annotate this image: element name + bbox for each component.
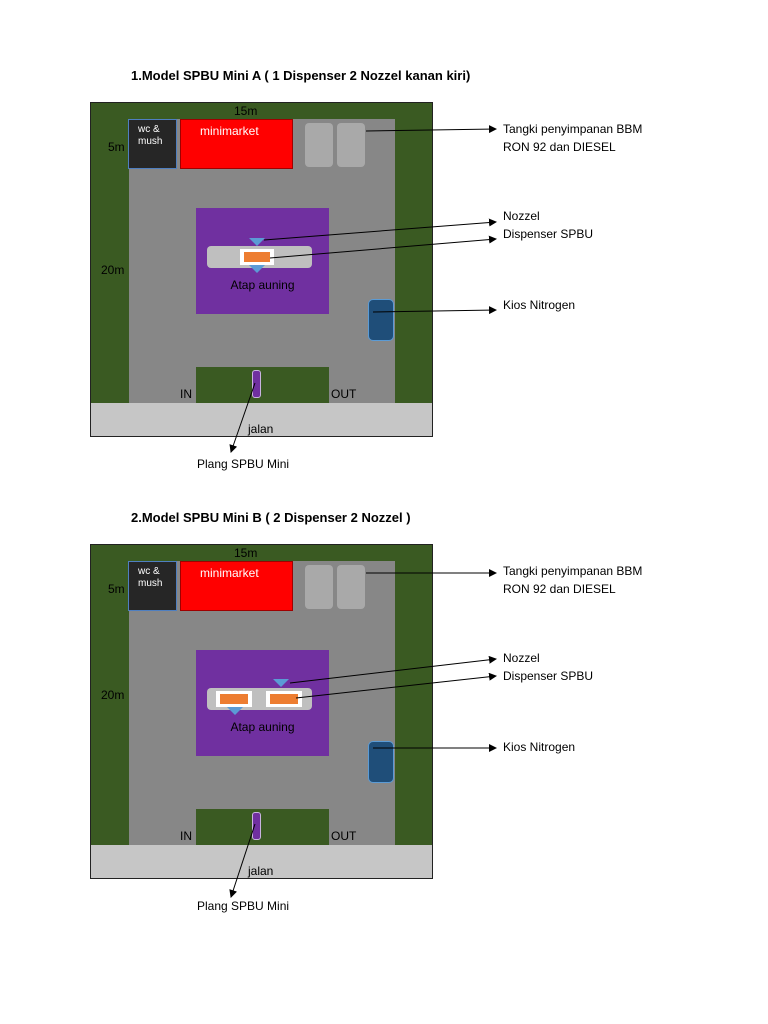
model-b-site-plan: wc & mush minimarket Atap auning 15m 5m …: [90, 544, 433, 879]
dimension-width: 15m: [234, 104, 258, 118]
sign-arrow: [229, 382, 256, 453]
minimarket-building: minimarket: [180, 119, 293, 169]
dispenser-2-body: [270, 694, 298, 704]
dimension-depth: 20m: [101, 263, 125, 277]
model-b-title: 2.Model SPBU Mini B ( 2 Dispenser 2 Nozz…: [131, 510, 411, 525]
exit-label: OUT: [331, 387, 357, 401]
kiosk-arrow: [372, 306, 497, 315]
entrance-label: IN: [180, 387, 192, 401]
wc-label-line1: wc &: [138, 566, 160, 577]
tank-callout: Tangki penyimpanan BBM RON 92 dan DIESEL: [503, 120, 642, 156]
canopy-label: Atap auning: [230, 720, 295, 734]
tank-callout-line1: Tangki penyimpanan BBM: [503, 564, 643, 578]
callout-arrows: [229, 125, 497, 453]
dispenser-1: [216, 691, 252, 707]
road: [91, 845, 432, 878]
fuel-tank-1: [305, 123, 333, 167]
sign-post: [252, 370, 261, 398]
dimension-width: 15m: [234, 546, 258, 560]
exit-label: OUT: [331, 829, 357, 843]
nozzle-top-marker: [249, 238, 265, 246]
nozzle-bottom-marker: [249, 265, 265, 273]
dispenser: [240, 249, 274, 265]
tank-callout-line2: RON 92 dan DIESEL: [503, 582, 616, 596]
dispenser-arrow: [295, 672, 497, 699]
minimarket-building: minimarket: [180, 561, 293, 611]
wc-label-line2: mush: [138, 136, 163, 147]
nozzle-bottom-marker: [227, 707, 243, 715]
nitrogen-kiosk: [368, 299, 394, 341]
fuel-tank-1: [305, 565, 333, 609]
wc-label-line1: wc &: [138, 124, 160, 135]
wc-label-line2: mush: [138, 578, 163, 589]
dispenser-2: [266, 691, 302, 707]
tank-arrow: [365, 125, 497, 134]
kiosk-callout: Kios Nitrogen: [503, 298, 576, 312]
canopy: Atap auning: [196, 208, 329, 314]
tank-callout-line1: Tangki penyimpanan BBM: [503, 122, 643, 136]
dispenser-callout: Dispenser SPBU: [503, 227, 594, 241]
nozzle-top-marker: [273, 679, 289, 687]
dimension-depth: 20m: [101, 688, 125, 702]
callout-arrows: [229, 569, 497, 898]
sign-callout: Plang SPBU Mini: [197, 899, 290, 913]
entrance-median: [196, 367, 329, 403]
sign-post: [252, 812, 261, 840]
model-b-section: 2.Model SPBU Mini B ( 2 Dispenser 2 Nozz…: [0, 442, 768, 913]
fuel-tank-2: [337, 565, 365, 609]
road: [91, 403, 432, 436]
tank-callout: Tangki penyimpanan BBM RON 92 dan DIESEL: [503, 562, 642, 598]
nozzle-arrow: [289, 655, 497, 684]
entrance-median: [196, 809, 329, 845]
tank-callout-line2: RON 92 dan DIESEL: [503, 140, 616, 154]
kiosk-callout: Kios Nitrogen: [503, 740, 576, 754]
nozzle-callout: Nozzel: [503, 651, 540, 665]
model-a-site-plan: wc & mush minimarket Atap auning 15m 5m …: [90, 102, 433, 437]
sign-callout: Plang SPBU Mini: [197, 457, 290, 471]
dimension-top-depth: 5m: [108, 582, 125, 596]
nozzle-arrow: [263, 218, 497, 241]
dispenser-arrow: [269, 235, 497, 259]
sign-arrow: [229, 823, 256, 898]
dispenser-body: [244, 252, 270, 262]
entrance-label: IN: [180, 829, 192, 843]
nozzle-callout: Nozzel: [503, 209, 540, 223]
dispenser-callout: Dispenser SPBU: [503, 669, 594, 683]
canopy: Atap auning: [196, 650, 329, 756]
road-label: jalan: [248, 422, 274, 436]
canopy-label: Atap auning: [230, 278, 295, 292]
wc-building: wc & mush: [128, 119, 177, 169]
road-label: jalan: [248, 864, 274, 878]
dispenser-1-body: [220, 694, 248, 704]
dimension-top-depth: 5m: [108, 140, 125, 154]
wc-building: wc & mush: [128, 561, 177, 611]
model-a-section: 1.Model SPBU Mini A ( 1 Dispenser 2 Nozz…: [0, 0, 768, 471]
model-a-title: 1.Model SPBU Mini A ( 1 Dispenser 2 Nozz…: [131, 68, 471, 83]
fuel-tank-2: [337, 123, 365, 167]
